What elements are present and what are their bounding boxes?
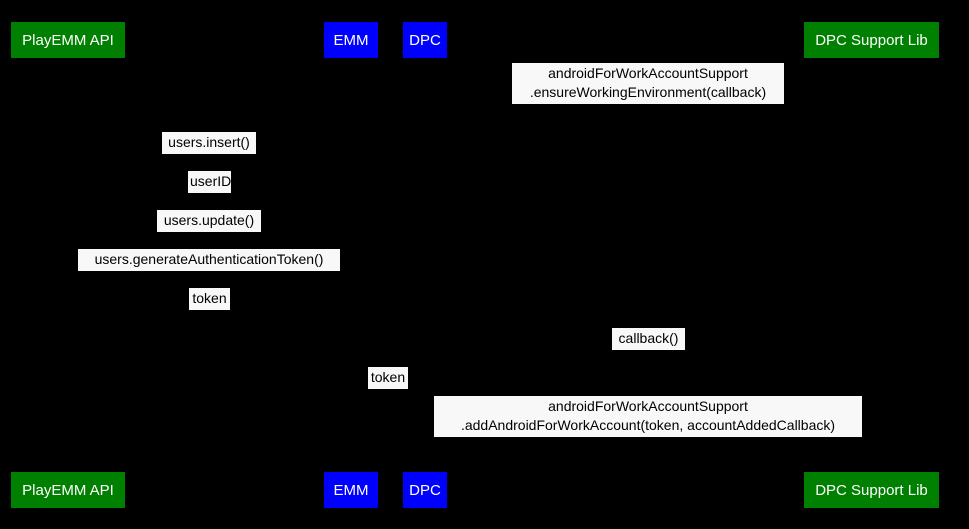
- message-label-token: token: [368, 367, 408, 389]
- message-label-users-generateauthenticationtoken: users.generateAuthenticationToken(): [78, 249, 340, 271]
- lifeline-0: [68, 58, 69, 472]
- participant-bottom-dpc[interactable]: DPC: [403, 472, 447, 508]
- lifeline-1: [351, 58, 352, 472]
- message-label-userid: userID: [188, 171, 231, 193]
- participant-label: PlayEMM API: [22, 31, 114, 49]
- participant-label: DPC: [409, 481, 441, 499]
- message-label-users-update: users.update(): [157, 210, 261, 232]
- participant-top-dpc-support-lib[interactable]: DPC Support Lib: [804, 22, 939, 58]
- participant-bottom-dpc-support-lib[interactable]: DPC Support Lib: [804, 472, 939, 508]
- message-label-androidforworkaccountsupport: androidForWorkAccountSupport .ensureWork…: [512, 63, 784, 104]
- participant-top-dpc[interactable]: DPC: [403, 22, 447, 58]
- participant-bottom-emm[interactable]: EMM: [324, 472, 378, 508]
- participant-label: EMM: [333, 481, 369, 499]
- participant-label: DPC: [409, 31, 441, 49]
- participant-top-playemm-api[interactable]: PlayEMM API: [11, 22, 125, 58]
- lifeline-2: [425, 58, 426, 472]
- message-label-callback: callback(): [612, 328, 685, 350]
- participant-label: DPC Support Lib: [815, 481, 928, 499]
- participant-label: EMM: [333, 31, 369, 49]
- participant-bottom-playemm-api[interactable]: PlayEMM API: [11, 472, 125, 508]
- participant-top-emm[interactable]: EMM: [324, 22, 378, 58]
- participant-label: DPC Support Lib: [815, 31, 928, 49]
- message-label-users-insert: users.insert(): [162, 132, 256, 154]
- message-label-token: token: [189, 288, 230, 310]
- lifeline-3: [871, 58, 872, 472]
- message-label-androidforworkaccountsupport: androidForWorkAccountSupport .addAndroid…: [434, 396, 862, 437]
- participant-label: PlayEMM API: [22, 481, 114, 499]
